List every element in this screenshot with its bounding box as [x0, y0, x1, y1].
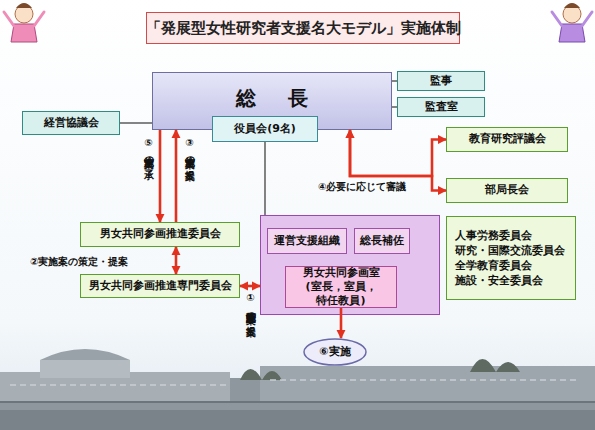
node-label: 役員会(9名): [234, 122, 296, 136]
node-label: 教育研究評議会: [469, 132, 546, 146]
tree: [470, 359, 520, 372]
org-box: 監査室: [397, 97, 485, 117]
campus-photo: [0, 349, 595, 430]
node-label: 研究・国際交流委員会: [455, 243, 565, 258]
org-box: 運営支援組織 総長補佐男女共同参画室 (室長，室員，特任教員): [260, 215, 440, 315]
node-label: ⑥実施: [319, 345, 350, 359]
edge-label: ⑤実施案の了承: [141, 137, 155, 163]
node-label: 施設・安全委員会: [455, 273, 543, 288]
node-label: 監査室: [425, 100, 458, 114]
org-box: 男女共同参画推進専門委員会: [80, 274, 240, 298]
hair: [564, 3, 580, 8]
org-box: 総長補佐: [354, 228, 410, 254]
org-box: 経営協議会: [22, 111, 120, 135]
windows: [10, 380, 580, 385]
road-edge: [0, 401, 595, 403]
node-label: 男女共同参画推進委員会: [100, 227, 221, 241]
org-box: 人事労務委員会研究・国際交流委員会全学教育委員会施設・安全委員会: [446, 216, 576, 300]
child-figure: [4, 3, 44, 42]
node-label: 全学教育委員会: [455, 258, 532, 273]
node-label: 運営支援組織: [274, 234, 340, 248]
node-label: 監事: [430, 74, 452, 88]
org-box: 役員会(9名): [212, 116, 318, 142]
child-figure: [552, 3, 592, 42]
node-label: 男女共同参画推進専門委員会: [89, 279, 232, 293]
org-box: 男女共同参画推進委員会: [80, 222, 240, 247]
org-box: 部局長会: [446, 178, 568, 203]
flow-arrow: [175, 130, 178, 222]
arms: [552, 12, 592, 26]
ellipse-shape: [304, 339, 366, 365]
node-label: 総長: [236, 85, 340, 111]
node-label: 経営協議会: [44, 116, 99, 130]
flow-arrow: [159, 130, 162, 222]
edge-label: ①実施計画案の提案: [243, 292, 257, 319]
node-label: 総長補佐: [360, 234, 404, 248]
diagram-title: 「発展型女性研究者支援名大モデル」実施体制: [146, 19, 461, 38]
node-label: 男女共同参画室 (室長，室員，特任教員): [286, 266, 396, 309]
edge-label: ④必要に応じて審議: [318, 180, 406, 194]
result-ellipse: ⑥実施: [303, 338, 367, 366]
node-label: 人事労務委員会: [455, 228, 532, 243]
building: [260, 366, 595, 402]
org-box: 教育研究評議会: [446, 127, 568, 152]
flow-arrow: [240, 285, 260, 288]
flow-arrow: [175, 247, 178, 274]
road: [0, 410, 595, 430]
edge-label: ②実施案の策定・提案: [30, 255, 128, 269]
edge-label: ③実施案の提案: [182, 137, 196, 163]
node-label: 部局長会: [485, 183, 529, 197]
org-box: 監事: [397, 71, 485, 91]
building: [40, 360, 130, 378]
flow-arrow: [350, 130, 446, 176]
hair: [16, 3, 32, 8]
org-box: 男女共同参画室 (室長，室員，特任教員): [285, 266, 397, 308]
tree: [240, 369, 282, 380]
connector-line: [264, 142, 265, 215]
arms: [4, 12, 44, 26]
connector-line: [120, 122, 152, 123]
title-box: 「発展型女性研究者支援名大モデル」実施体制: [146, 12, 460, 44]
org-box: 運営支援組織: [267, 228, 347, 254]
dome: [40, 349, 130, 360]
